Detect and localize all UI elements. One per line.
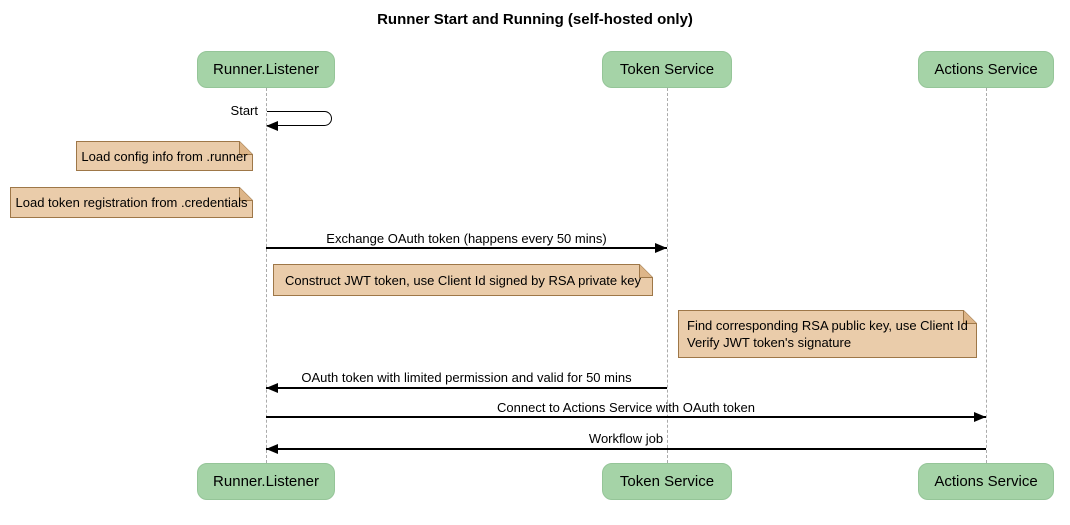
participant-actions-service-top: Actions Service xyxy=(918,51,1054,88)
note-shape-icon xyxy=(273,264,653,296)
lifeline-actions-service xyxy=(985,88,987,463)
arrowhead-left-icon xyxy=(266,444,278,454)
self-loop-line xyxy=(267,111,332,126)
participant-label: Token Service xyxy=(619,61,715,78)
note-load-config: Load config info from .runner xyxy=(76,141,253,171)
message-line xyxy=(266,416,986,418)
participant-actions-service-bottom: Actions Service xyxy=(918,463,1054,500)
note-text: Load token registration from .credential… xyxy=(15,195,248,210)
note-verify-jwt: Find corresponding RSA public key, use C… xyxy=(678,310,977,358)
note-text-line: Verify JWT token's signature xyxy=(687,335,852,350)
note-text: Load config info from .runner xyxy=(81,148,248,164)
note-text-line: Find corresponding RSA public key, use C… xyxy=(687,318,968,333)
participant-label: Runner.Listener xyxy=(213,473,319,490)
participant-token-service-top: Token Service xyxy=(602,51,732,88)
note-text: Construct JWT token, use Client Id signe… xyxy=(285,272,641,288)
message-label: Workflow job xyxy=(588,431,664,446)
participant-token-service-bottom: Token Service xyxy=(602,463,732,500)
arrowhead-right-icon xyxy=(974,412,986,422)
message-label: Start xyxy=(230,103,258,118)
lifeline-runner-listener xyxy=(265,88,267,463)
arrowhead-right-icon xyxy=(655,243,667,253)
note-shape-icon xyxy=(10,187,253,218)
note-shape-icon xyxy=(678,310,977,358)
message-line xyxy=(266,387,667,389)
participant-label: Actions Service xyxy=(934,473,1038,490)
message-line xyxy=(266,247,667,249)
arrowhead-left-icon xyxy=(266,383,278,393)
participant-runner-listener-bottom: Runner.Listener xyxy=(197,463,335,500)
participant-label: Runner.Listener xyxy=(213,61,319,78)
participant-label: Token Service xyxy=(619,473,715,490)
note-construct-jwt: Construct JWT token, use Client Id signe… xyxy=(273,264,653,296)
arrowhead-left-icon xyxy=(266,121,278,131)
message-label: Connect to Actions Service with OAuth to… xyxy=(497,400,755,415)
note-load-token-registration: Load token registration from .credential… xyxy=(10,187,253,218)
message-label: OAuth token with limited permission and … xyxy=(301,370,632,385)
participant-runner-listener-top: Runner.Listener xyxy=(197,51,335,88)
message-label: Exchange OAuth token (happens every 50 m… xyxy=(326,231,607,246)
lifeline-token-service xyxy=(666,88,668,463)
note-text: Find corresponding RSA public key, use C… xyxy=(678,310,977,351)
participant-label: Actions Service xyxy=(934,61,1038,78)
message-line xyxy=(266,448,986,450)
note-shape-icon xyxy=(76,141,253,171)
diagram-title: Runner Start and Running (self-hosted on… xyxy=(377,11,693,28)
